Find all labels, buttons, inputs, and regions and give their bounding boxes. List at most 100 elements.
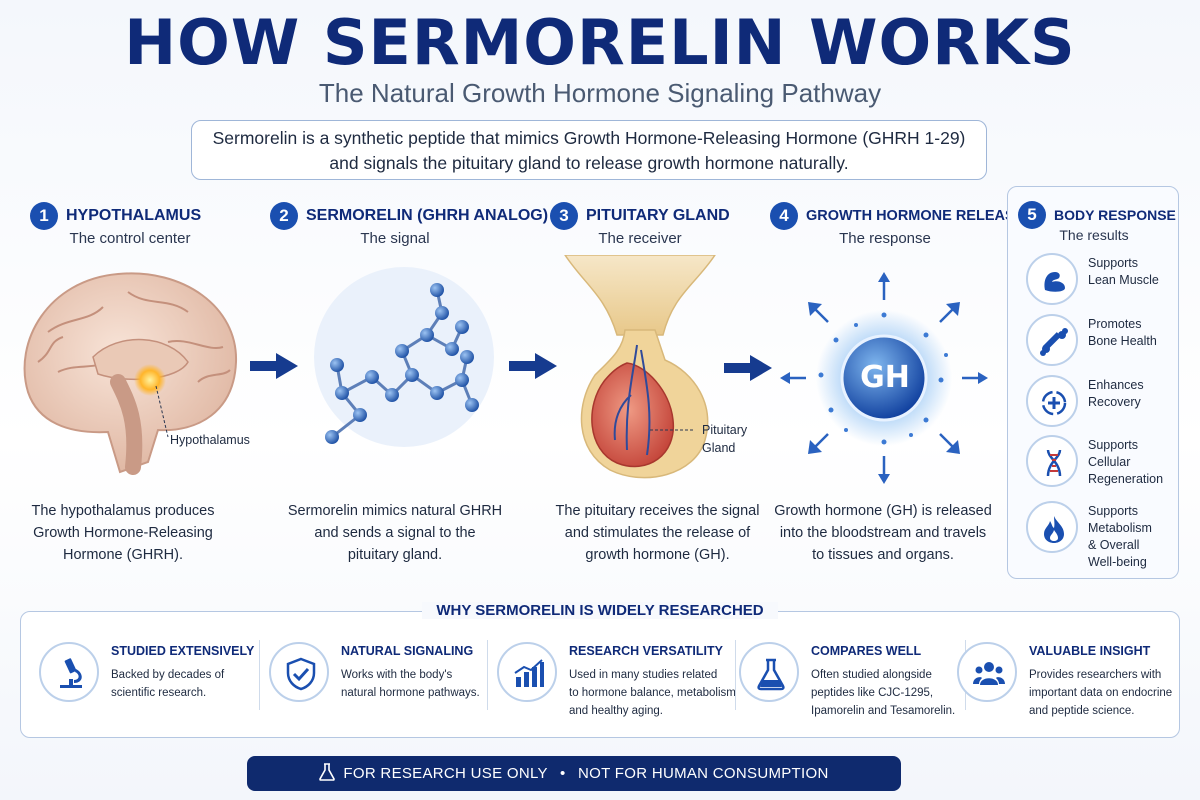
why-title: VALUABLE INSIGHT — [1029, 644, 1151, 658]
why-panel: STUDIED EXTENSIVELY Backed by decades of… — [20, 611, 1180, 738]
bone-icon — [1040, 328, 1068, 356]
response-line: Cellular — [1088, 455, 1131, 469]
page-title: HOW SERMORELIN WORKS — [124, 6, 1076, 79]
page-subtitle: The Natural Growth Hormone Signaling Pat… — [318, 78, 882, 108]
step-1-description: The hypothalamus produces Growth Hormone… — [18, 500, 228, 566]
desc-line: Sermorelin mimics natural GHRH — [287, 503, 503, 519]
why-item: RESEARCH VERSATILITY Used in many studie… — [497, 642, 737, 732]
desc-line: pituitary gland. — [347, 547, 443, 563]
flame-icon — [1044, 516, 1064, 543]
pituitary-gland-illustration — [564, 255, 716, 479]
flask-icon — [319, 763, 336, 781]
step-5-subtitle: The results — [1059, 227, 1129, 243]
divider — [487, 640, 488, 710]
dna-icon — [1046, 449, 1062, 477]
desc-line: The pituitary receives the signal — [555, 503, 760, 519]
step-3-description: The pituitary receives the signal and st… — [535, 500, 780, 566]
why-line: important data on endocrine — [1029, 687, 1173, 699]
why-line: Works with the body's — [341, 669, 453, 681]
desc-line: and sends a signal to the — [314, 525, 476, 541]
step-1-subtitle: The control center — [69, 230, 191, 247]
desc-line: The hypothalamus produces — [31, 503, 215, 519]
why-heading: WHY SERMORELIN IS WIDELY RESEARCHED — [0, 602, 1200, 620]
step-number: 4 — [770, 202, 798, 230]
step-number: 2 — [270, 202, 298, 230]
why-line: Used in many studies related — [569, 669, 718, 681]
why-title: NATURAL SIGNALING — [341, 644, 474, 658]
step-title: SERMORELIN (GHRH ANALOG) — [306, 207, 549, 224]
callout-line: Gland — [702, 441, 736, 455]
step-title: PITUITARY GLAND — [586, 207, 730, 224]
why-line: and healthy aging. — [569, 705, 663, 717]
response-line: Enhances — [1088, 378, 1144, 392]
desc-line: to tissues and organs. — [812, 547, 954, 563]
step-2-heading: 2 SERMORELIN (GHRH ANALOG) — [270, 202, 548, 230]
desc-line: growth hormone (GH). — [585, 547, 730, 563]
response-line: & Overall — [1088, 538, 1140, 552]
arrow-right-icon — [724, 355, 772, 381]
desc-line: Growth Hormone-Releasing — [33, 525, 213, 541]
why-item: VALUABLE INSIGHT Provides researchers wi… — [957, 642, 1177, 732]
response-line: Supports — [1088, 438, 1139, 452]
brain-illustration — [23, 272, 238, 475]
why-line: and peptide science. — [1029, 705, 1135, 717]
people-icon — [973, 662, 1005, 685]
why-line: peptides like CJC-1295, — [811, 687, 934, 699]
why-line: Ipamorelin and Tesamorelin. — [811, 705, 956, 717]
why-line: Often studied alongside — [811, 669, 932, 681]
why-title: COMPARES WELL — [811, 644, 922, 658]
why-line: natural hormone pathways. — [341, 687, 480, 699]
step-title: GROWTH HORMONE RELEASE — [806, 208, 1025, 224]
footer-left-text: FOR RESEARCH USE ONLY — [343, 765, 548, 782]
microscope-icon — [60, 658, 82, 688]
intro-box: Sermorelin is a synthetic peptide that m… — [191, 120, 987, 180]
desc-line: Hormone (GHRH). — [62, 547, 184, 563]
muscle-icon — [1044, 272, 1065, 292]
callout-line: Pituitary — [702, 423, 748, 437]
response-line: Promotes — [1088, 317, 1142, 331]
step-4-heading: 4 GROWTH HORMONE RELEASE — [770, 202, 1024, 230]
why-line: Provides researchers with — [1029, 669, 1162, 681]
response-line: Supports — [1088, 504, 1139, 518]
peptide-molecule-illustration — [314, 267, 494, 447]
step-2-description: Sermorelin mimics natural GHRH and sends… — [280, 500, 510, 566]
why-item: COMPARES WELL Often studied alongside pep… — [739, 642, 959, 732]
why-title: STUDIED EXTENSIVELY — [111, 644, 255, 658]
why-title: RESEARCH VERSATILITY — [569, 644, 723, 658]
shield-check-icon — [286, 657, 316, 691]
arrow-right-icon — [250, 353, 298, 379]
response-line: Well-being — [1088, 555, 1147, 569]
why-item: NATURAL SIGNALING Works with the body's n… — [269, 642, 489, 732]
flask-icon — [757, 658, 785, 691]
response-line: Metabolism — [1088, 521, 1152, 535]
step-3-subtitle: The receiver — [598, 230, 682, 247]
pituitary-callout: Pituitary Gland — [702, 421, 747, 457]
divider — [259, 640, 260, 710]
response-line: Bone Health — [1088, 334, 1157, 348]
step-number: 5 — [1018, 201, 1046, 229]
why-item: STUDIED EXTENSIVELY Backed by decades of… — [39, 642, 259, 732]
step-4-subtitle: The response — [839, 230, 931, 247]
response-line: Recovery — [1088, 395, 1141, 409]
response-line: Lean Muscle — [1088, 273, 1159, 287]
desc-line: and stimulates the release of — [564, 525, 751, 541]
footer-separator: • — [560, 765, 566, 782]
footer-right-text: NOT FOR HUMAN CONSUMPTION — [578, 765, 829, 782]
divider — [735, 640, 736, 710]
research-disclaimer-banner: FOR RESEARCH USE ONLY • NOT FOR HUMAN CO… — [247, 756, 901, 791]
gh-burst-illustration — [780, 272, 988, 484]
why-line: to hormone balance, metabolism — [569, 687, 736, 699]
why-line: scientific research. — [111, 687, 207, 699]
desc-line: Growth hormone (GH) is released — [774, 503, 992, 519]
desc-line: into the bloodstream and travels — [779, 525, 987, 541]
recovery-icon — [1041, 390, 1067, 416]
